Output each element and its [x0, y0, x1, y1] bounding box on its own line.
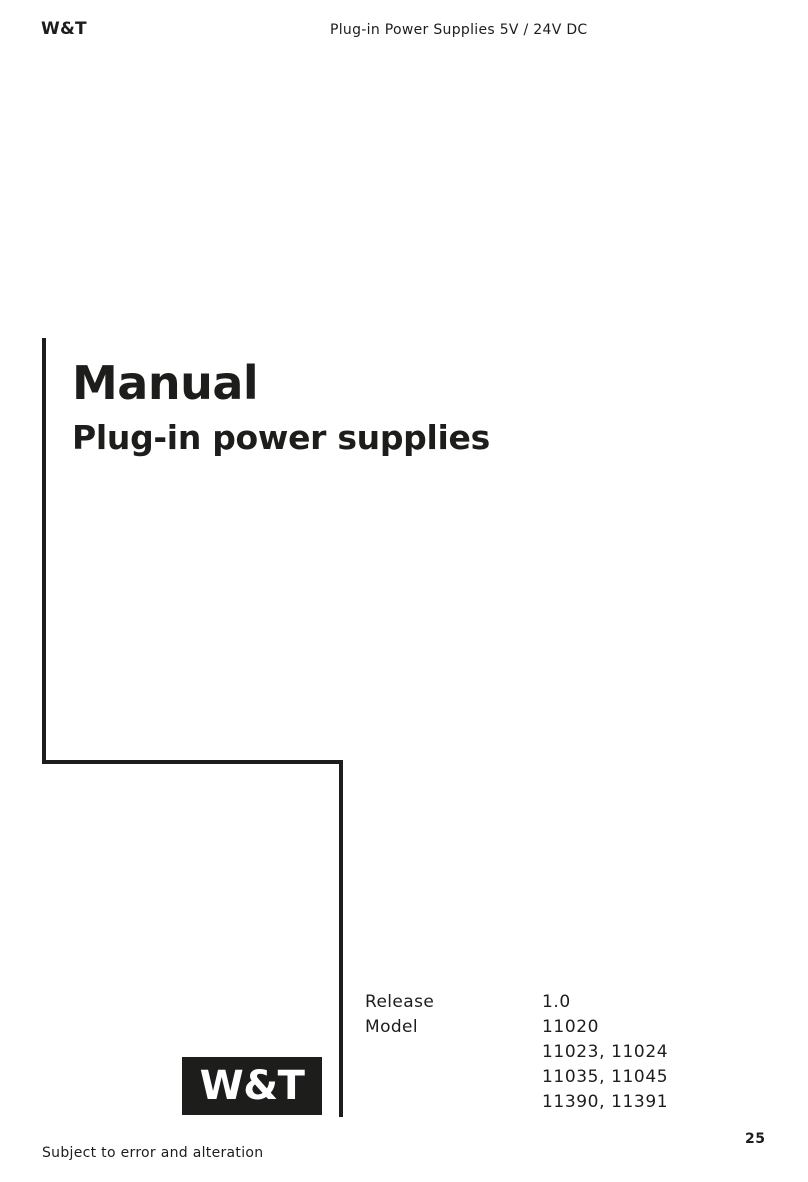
info-values: 1.0 11020 11023, 11024 11035, 11045 1139…	[542, 990, 668, 1115]
frame-line-horizontal	[42, 760, 343, 764]
frame-line-left	[42, 338, 46, 763]
model-label: Model	[365, 1017, 419, 1037]
release-value: 1.0	[542, 992, 571, 1012]
header-brand: W&T	[41, 19, 87, 39]
model-value: 11035, 11045	[542, 1067, 669, 1087]
page-title: Manual	[72, 356, 259, 410]
info-labels: Release Model	[365, 990, 434, 1040]
brand-logo: W&T	[182, 1057, 322, 1115]
model-value: 11023, 11024	[542, 1042, 669, 1062]
frame-line-right	[339, 760, 343, 1117]
brand-logo-text: W&T	[199, 1063, 305, 1109]
release-label: Release	[365, 992, 435, 1012]
footer-note: Subject to error and alteration	[42, 1145, 264, 1161]
model-value: 11390, 11391	[542, 1092, 669, 1112]
page-subtitle: Plug-in power supplies	[72, 418, 490, 457]
model-value: 11020	[542, 1017, 600, 1037]
header-document-title: Plug-in Power Supplies 5V / 24V DC	[330, 22, 588, 38]
page-number: 25	[745, 1131, 766, 1147]
